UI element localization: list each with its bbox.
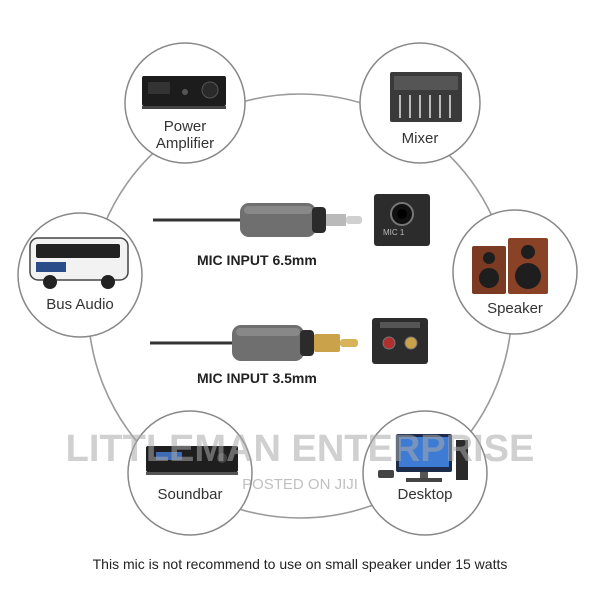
receiver-3-5mm [150, 325, 358, 361]
device-soundbar [127, 410, 253, 536]
power-amplifier-icon [142, 76, 226, 109]
watermark-title: LITTLEMAN ENTERPRISE [65, 428, 535, 470]
device-desktop [362, 410, 488, 536]
desktop-icon [378, 434, 468, 482]
watermark-subtitle: POSTED ON JIJI [242, 476, 358, 493]
speaker-icon [472, 238, 548, 294]
power-amplifier-label: Power Amplifier [135, 118, 235, 152]
mic-input-3-5mm-label: MIC INPUT 3.5mm [197, 370, 317, 386]
jack-panel-6-5mm [374, 194, 430, 246]
red-jack-icon [382, 336, 396, 350]
bus-icon [29, 237, 129, 289]
soundbar-icon [146, 446, 238, 475]
mic-input-6-5mm-label: MIC INPUT 6.5mm [197, 252, 317, 268]
device-bus-audio [17, 212, 143, 338]
desktop-label: Desktop [397, 486, 453, 503]
device-power-amplifier [124, 42, 246, 164]
power-amplifier-label-line2: Amplifier [155, 135, 215, 152]
mixer-label: Mixer [401, 130, 439, 147]
mic1-jack-label: MIC 1 [383, 228, 405, 237]
soundbar-label: Soundbar [157, 486, 223, 503]
footer-note: This mic is not recommend to use on smal… [92, 556, 508, 572]
receiver-6-5mm [153, 203, 362, 237]
device-speaker [452, 209, 578, 335]
speaker-label: Speaker [487, 300, 543, 317]
bus-audio-label: Bus Audio [46, 296, 114, 313]
jack-panel-3-5mm [372, 318, 428, 364]
power-amplifier-label-line1: Power [163, 118, 207, 135]
gold-jack-icon [404, 336, 418, 350]
gold-adapter-icon [314, 334, 340, 352]
device-mixer [359, 42, 481, 164]
mixer-icon [390, 72, 462, 122]
plug-6-5mm-icon [326, 214, 346, 226]
